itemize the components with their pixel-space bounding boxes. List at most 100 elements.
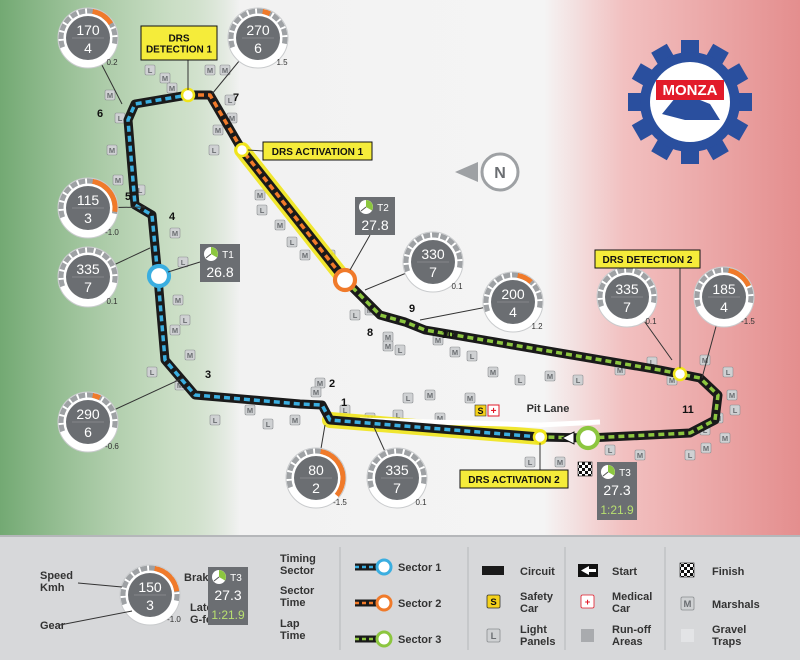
svg-text:L: L xyxy=(688,451,693,460)
light-panel-icon: L xyxy=(256,204,268,216)
light-panel-icon: L xyxy=(224,94,236,106)
svg-text:M: M xyxy=(247,406,253,415)
sector-1-marker xyxy=(146,263,172,289)
svg-text:L: L xyxy=(518,376,523,385)
svg-text:M: M xyxy=(729,391,735,400)
svg-text:L: L xyxy=(650,358,655,367)
g-force-value: 1.2 xyxy=(531,322,543,331)
marshal-icon: M xyxy=(169,227,181,239)
legend-finish-icon xyxy=(679,562,695,578)
svg-text:L: L xyxy=(213,416,218,425)
legend: 1503-1.0SpeedKmhBrakingGearLateralG-forc… xyxy=(0,535,800,660)
sector-1-dashes xyxy=(126,93,541,439)
speed-value: 335 xyxy=(615,281,639,297)
light-panel-icon: L xyxy=(179,314,191,326)
light-panel-icon: L xyxy=(722,366,734,378)
marshal-icon: M xyxy=(172,294,184,306)
svg-text:L: L xyxy=(398,346,403,355)
svg-text:M: M xyxy=(172,326,178,335)
light-panel-icon: L xyxy=(114,112,126,124)
drs-activation-2-marker xyxy=(532,429,548,445)
north-compass-icon: N xyxy=(455,152,520,192)
sector-2-dashes xyxy=(188,93,347,282)
sector-time: 27.8 xyxy=(361,217,388,233)
svg-text:M: M xyxy=(222,66,228,75)
light-panel-icon: L xyxy=(514,374,526,386)
svg-text:L: L xyxy=(260,206,265,215)
legend-gravel-icon xyxy=(681,629,694,642)
svg-text:L: L xyxy=(353,311,358,320)
marshal-icon: M xyxy=(424,389,436,401)
timing-sector-label: T2 xyxy=(377,203,389,214)
light-panel-icon: L xyxy=(402,392,414,404)
svg-text:M: M xyxy=(703,444,709,453)
legend-sector-3-label: Sector 3 xyxy=(398,634,441,646)
g-force-value: 0.1 xyxy=(451,282,463,291)
legend-graphic: 1503-1.0SpeedKmhBrakingGearLateralG-forc… xyxy=(40,547,760,650)
monza-logo: MONZA xyxy=(628,40,752,164)
legend-start-label: Start xyxy=(612,566,637,578)
legend-finish-label: Finish xyxy=(712,566,745,578)
sector-time: 26.8 xyxy=(206,264,233,280)
svg-text:M: M xyxy=(617,366,623,375)
light-panel-icon: L xyxy=(146,366,158,378)
g-force-value: 0.1 xyxy=(106,297,118,306)
marshal-icon: M xyxy=(166,82,178,94)
marshal-icon: M xyxy=(544,370,556,382)
svg-text:M: M xyxy=(215,126,221,135)
marshal-icon: M xyxy=(699,354,711,366)
drs-detection-2-label: DRS DETECTION 2 xyxy=(594,249,701,368)
svg-text:M: M xyxy=(115,176,121,185)
turn-number: 8 xyxy=(367,327,373,339)
svg-text:M: M xyxy=(435,336,441,345)
drs-activation-1-marker xyxy=(234,142,250,158)
legend-runoff-icon xyxy=(581,629,594,642)
sector-time: 27.3 xyxy=(214,587,241,603)
gear-value: 3 xyxy=(84,210,92,226)
start-arrow-icon xyxy=(560,431,575,445)
svg-text:M: M xyxy=(187,351,193,360)
marshal-icon: M xyxy=(289,414,301,426)
svg-text:M: M xyxy=(109,146,115,155)
svg-text:S: S xyxy=(490,597,496,608)
svg-text:L: L xyxy=(576,376,581,385)
sector-3-marker xyxy=(575,425,601,451)
turn-number: 4 xyxy=(169,211,176,223)
speed-value: 150 xyxy=(138,579,162,595)
svg-text:M: M xyxy=(317,379,323,388)
marshal-icon: M xyxy=(104,89,116,101)
svg-text:L: L xyxy=(290,238,295,247)
svg-text:M: M xyxy=(175,296,181,305)
legend-circuit-icon xyxy=(482,566,504,575)
speed-value: 335 xyxy=(76,261,100,277)
svg-text:L: L xyxy=(470,352,475,361)
gauge-10: 802-1.5 xyxy=(285,424,347,509)
svg-text:M: M xyxy=(557,458,563,467)
svg-text:L: L xyxy=(343,406,348,415)
svg-text:L: L xyxy=(148,66,153,75)
marshal-icon: M xyxy=(700,442,712,454)
turn-number: 5 xyxy=(125,191,131,203)
turn-number: 2 xyxy=(329,378,335,390)
legend-medical-car-icon xyxy=(580,594,595,609)
light-panel-icon: L xyxy=(177,256,189,268)
svg-text:M: M xyxy=(427,391,433,400)
pit-lane-label: Pit Lane xyxy=(527,403,570,415)
light-panel-icon: L xyxy=(349,309,361,321)
svg-text:M: M xyxy=(107,91,113,100)
svg-text:M: M xyxy=(722,434,728,443)
svg-text:M: M xyxy=(437,414,443,423)
sector-2-marker xyxy=(332,267,358,293)
timing-sector-label: T1 xyxy=(222,250,234,261)
marshal-icon: M xyxy=(719,432,731,444)
